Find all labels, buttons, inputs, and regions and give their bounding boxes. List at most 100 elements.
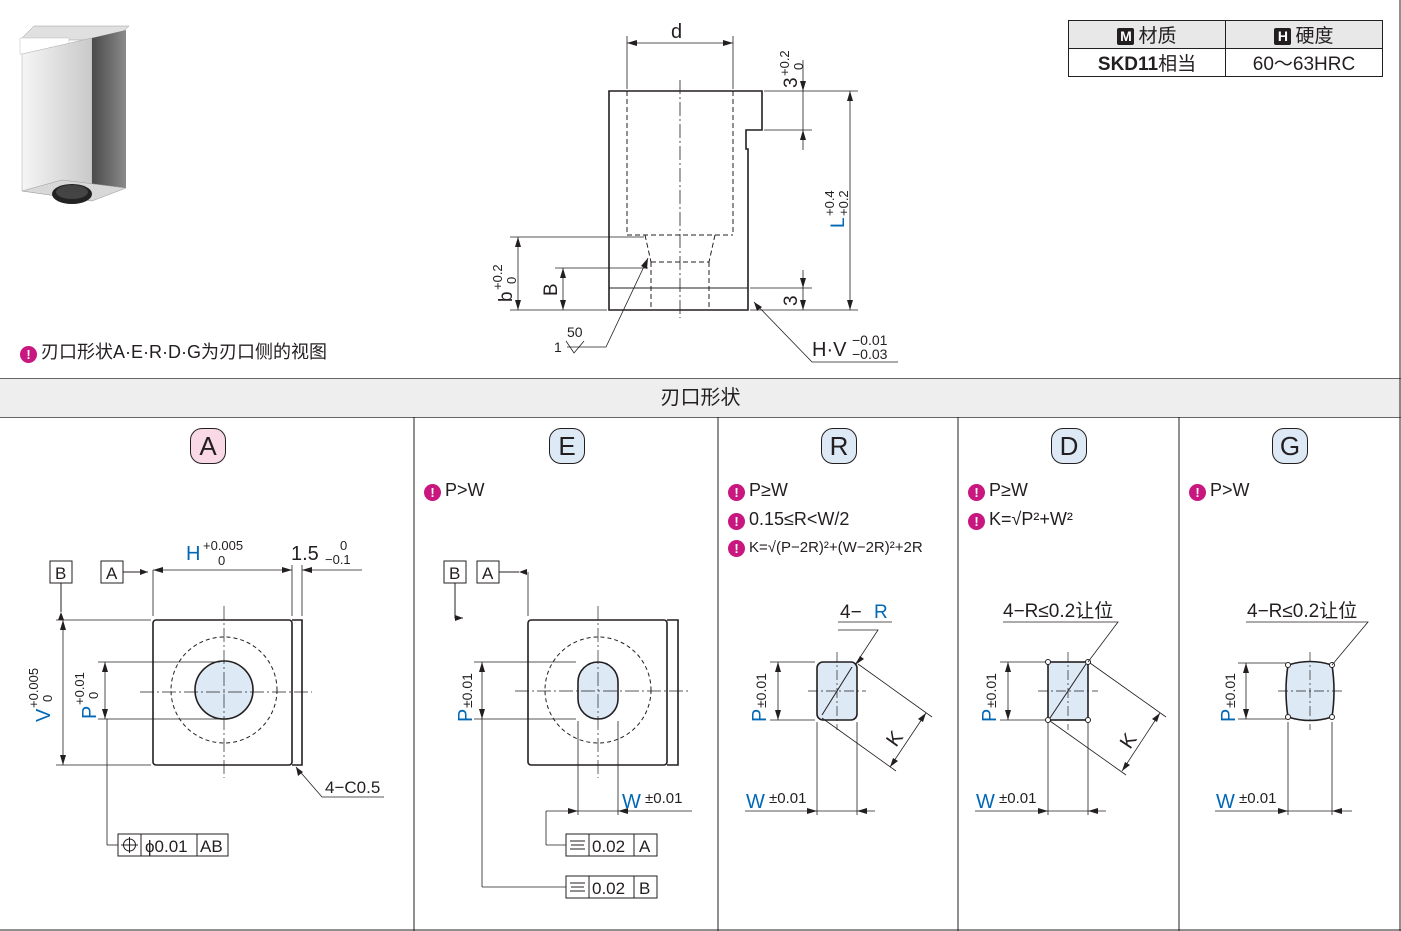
panel-D-note1-text: P≥W [989, 480, 1028, 500]
roughness-index: 1 [554, 339, 562, 355]
exclamation-icon: ! [968, 484, 985, 501]
dim-b: b [496, 291, 517, 302]
panel-E-note: !P>W [424, 480, 485, 501]
top-note-text: 刃口形状A·E·R·D·G为刃口侧的视图 [41, 342, 327, 362]
panel-D-P: P [979, 709, 1001, 722]
panel-E-fcf2-value: 0.02 [592, 879, 625, 898]
dim-3-top-tol-lower: 0 [791, 63, 806, 70]
panel-A-P: P [79, 706, 101, 719]
panel-E-datum-A: A [482, 564, 494, 583]
panel-D-note2-text: K=√P²+W² [989, 509, 1073, 529]
panel-A-V: V [33, 708, 55, 722]
dim-L-tol-upper: +0.4 [822, 190, 837, 216]
dim-B: B [541, 283, 562, 296]
panel-D-P-tol: ±0.01 [983, 673, 999, 708]
dim-3-top: 3 [781, 77, 802, 88]
dim-b-tol-lower: 0 [504, 277, 519, 284]
panel-R-note2-text: 0.15≤R<W/2 [749, 509, 850, 529]
panel-A-P-lower: 0 [86, 692, 101, 699]
panel-D-K: K [1116, 729, 1142, 753]
panel-D-drawing: 4−R≤0.2让位 P ±0.01 W ±0.01 K [975, 600, 1167, 815]
panel-A-H: H [186, 543, 200, 565]
dim-HV-upper: −0.01 [852, 332, 888, 348]
panel-D-W-tol: ±0.01 [999, 790, 1036, 807]
dim-HV-lower: −0.03 [852, 346, 888, 362]
exclamation-icon: ! [728, 484, 745, 501]
exclamation-icon: ! [728, 540, 745, 557]
panel-A-chamfer: 4−C0.5 [325, 778, 380, 797]
panel-G-P: P [1218, 709, 1240, 722]
roughness-value: 50 [567, 324, 583, 340]
panel-R-note1-text: P≥W [749, 480, 788, 500]
panel-R-W: W [746, 791, 765, 813]
panel-R-note3-text: K=√(P−2R)²+(W−2R)²+2R [749, 539, 923, 556]
panel-R-drawing: 4− R P ±0.01 W ±0.01 K [745, 602, 933, 815]
panel-R-W-tol: ±0.01 [769, 790, 806, 807]
exclamation-icon: ! [424, 484, 441, 501]
panel-G-W: W [1216, 791, 1235, 813]
material-badge: M [1117, 28, 1135, 45]
panel-A-H-lower: 0 [218, 553, 225, 568]
panel-D-note2: !K=√P²+W² [968, 509, 1073, 530]
panel-E-fcf2-datum: B [639, 879, 650, 898]
panel-E-P-tol: ±0.01 [459, 673, 475, 708]
panel-A-letter: A [190, 428, 226, 464]
panel-R-K: K [882, 727, 908, 751]
panel-E-letter: E [549, 428, 585, 464]
panel-A-datum-A: A [106, 564, 118, 583]
panel-R-note3: !K=√(P−2R)²+(W−2R)²+2R [728, 539, 923, 557]
dim-HV: H·V [812, 339, 847, 361]
panel-R-letter: R [821, 428, 857, 464]
hardness-header: 硬度 [1295, 26, 1334, 47]
panel-A-V-upper: +0.005 [26, 668, 41, 708]
material-header: 材质 [1138, 26, 1177, 47]
product-photo [19, 25, 130, 204]
panel-E-drawing: B A P ±0.01 W ±0.01 0.02 A 0.02 B [443, 560, 692, 899]
panel-D-relief: 4−R≤0.2让位 [1003, 600, 1113, 622]
dim-L-tol-lower: +0.2 [836, 190, 851, 216]
panel-A-step: 1.5 [291, 543, 319, 565]
panel-G-drawing: 4−R≤0.2让位 P ±0.01 W ±0.01 [1215, 600, 1369, 815]
panel-A-step-upper: 0 [340, 538, 347, 553]
panel-R-note1: !P≥W [728, 480, 788, 501]
panel-A-V-lower: 0 [40, 695, 55, 702]
panel-A-datum-B: B [55, 564, 66, 583]
exclamation-icon: ! [1189, 484, 1206, 501]
dim-3-top-tol-upper: +0.2 [777, 50, 792, 76]
panel-D-W: W [976, 791, 995, 813]
panel-E-datum-B: B [449, 564, 460, 583]
front-view-drawing: d 3 +0.2 0 L +0.4 +0.2 b +0.2 0 B 3 50 1… [490, 21, 898, 363]
exclamation-icon: ! [20, 346, 37, 363]
panel-E-note-text: P>W [445, 480, 485, 500]
hardness-value: 60～63HRC [1225, 48, 1383, 77]
panel-G-P-tol: ±0.01 [1222, 673, 1238, 708]
material-value: SKD11 [1097, 54, 1159, 75]
panel-E-W-tol: ±0.01 [645, 790, 682, 807]
panel-R-note2: !0.15≤R<W/2 [728, 509, 849, 530]
panel-R-radius-prefix: 4− [840, 602, 862, 623]
panel-E-W: W [622, 791, 641, 813]
dim-d: d [671, 21, 682, 43]
dim-3-bottom: 3 [781, 295, 802, 306]
panel-G-note: !P>W [1189, 480, 1250, 501]
panel-G-relief: 4−R≤0.2让位 [1247, 600, 1357, 622]
panel-R-P: P [749, 709, 771, 722]
panel-A-step-lower: −0.1 [325, 552, 351, 567]
exclamation-icon: ! [968, 513, 985, 530]
panel-R-radius-R: R [874, 602, 888, 623]
material-value-suffix: 相当 [1158, 54, 1197, 75]
exclamation-icon: ! [728, 513, 745, 530]
panel-G-note-text: P>W [1210, 480, 1250, 500]
panel-E-P: P [455, 709, 477, 722]
dim-L: L [828, 217, 849, 228]
panel-D-note1: !P≥W [968, 480, 1028, 501]
panel-E-fcf1-datum: A [639, 837, 651, 856]
dim-b-tol-upper: +0.2 [490, 264, 505, 290]
panel-D-letter: D [1051, 428, 1087, 464]
panel-A-fcf-value: ϕ0.01 [145, 837, 188, 856]
section-title: 刃口形状 [0, 378, 1401, 418]
